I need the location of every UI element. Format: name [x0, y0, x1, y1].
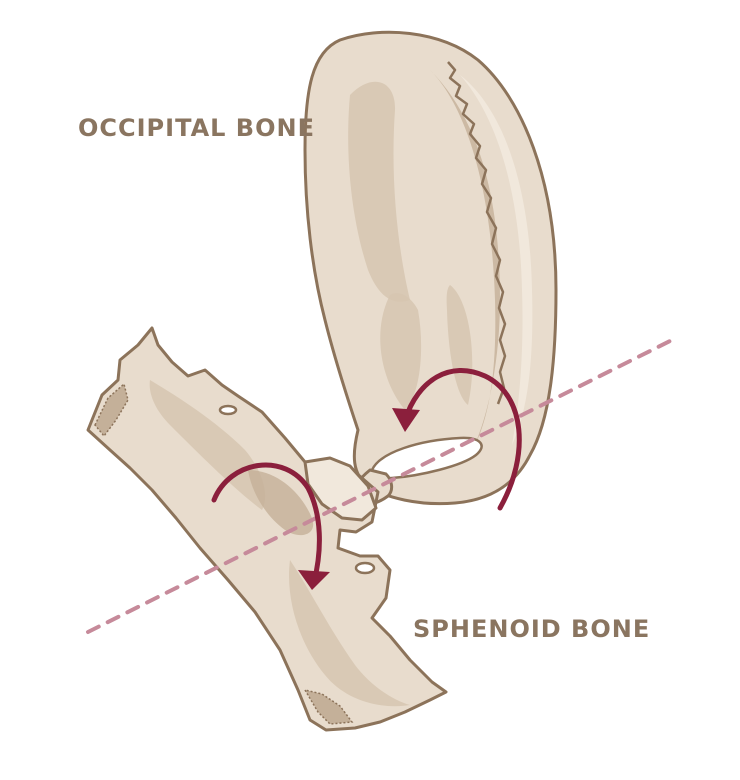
curved-arrow-icon	[392, 368, 522, 511]
sphenoid-dorsum-sellae	[303, 456, 378, 522]
occipital-rotation-arrow	[402, 368, 522, 511]
occipital-condyle-right	[446, 285, 473, 405]
sphenoid-porous-edge-left	[94, 382, 129, 438]
sphenoid-sella-region	[248, 470, 314, 536]
sphenoid-greater-wing-shade	[149, 380, 266, 510]
occipital-suture-edge	[447, 61, 507, 405]
occipital-arrow-head	[392, 408, 420, 432]
occipital-bone-highlight	[460, 75, 533, 445]
sphenoid-rotation-arrow	[211, 462, 322, 585]
occipital-bone-label: OCCIPITAL BONE	[78, 114, 315, 142]
rotation-axis-line	[86, 336, 678, 634]
occipital-condyle-left	[380, 293, 422, 410]
sphenoid-arrow-head	[298, 570, 330, 590]
sphenoid-bone	[86, 326, 448, 732]
sphenoid-foramen-2	[354, 561, 376, 575]
sphenoid-porous-edge-bottom	[303, 688, 354, 725]
sphenoid-bone-label: SPHENOID BONE	[413, 615, 651, 643]
sphenoid-body-shade	[289, 560, 410, 707]
sphenoid-foramen-1	[218, 404, 238, 416]
occipital-bone-shade	[348, 81, 410, 302]
curved-arrow-icon	[211, 462, 330, 590]
